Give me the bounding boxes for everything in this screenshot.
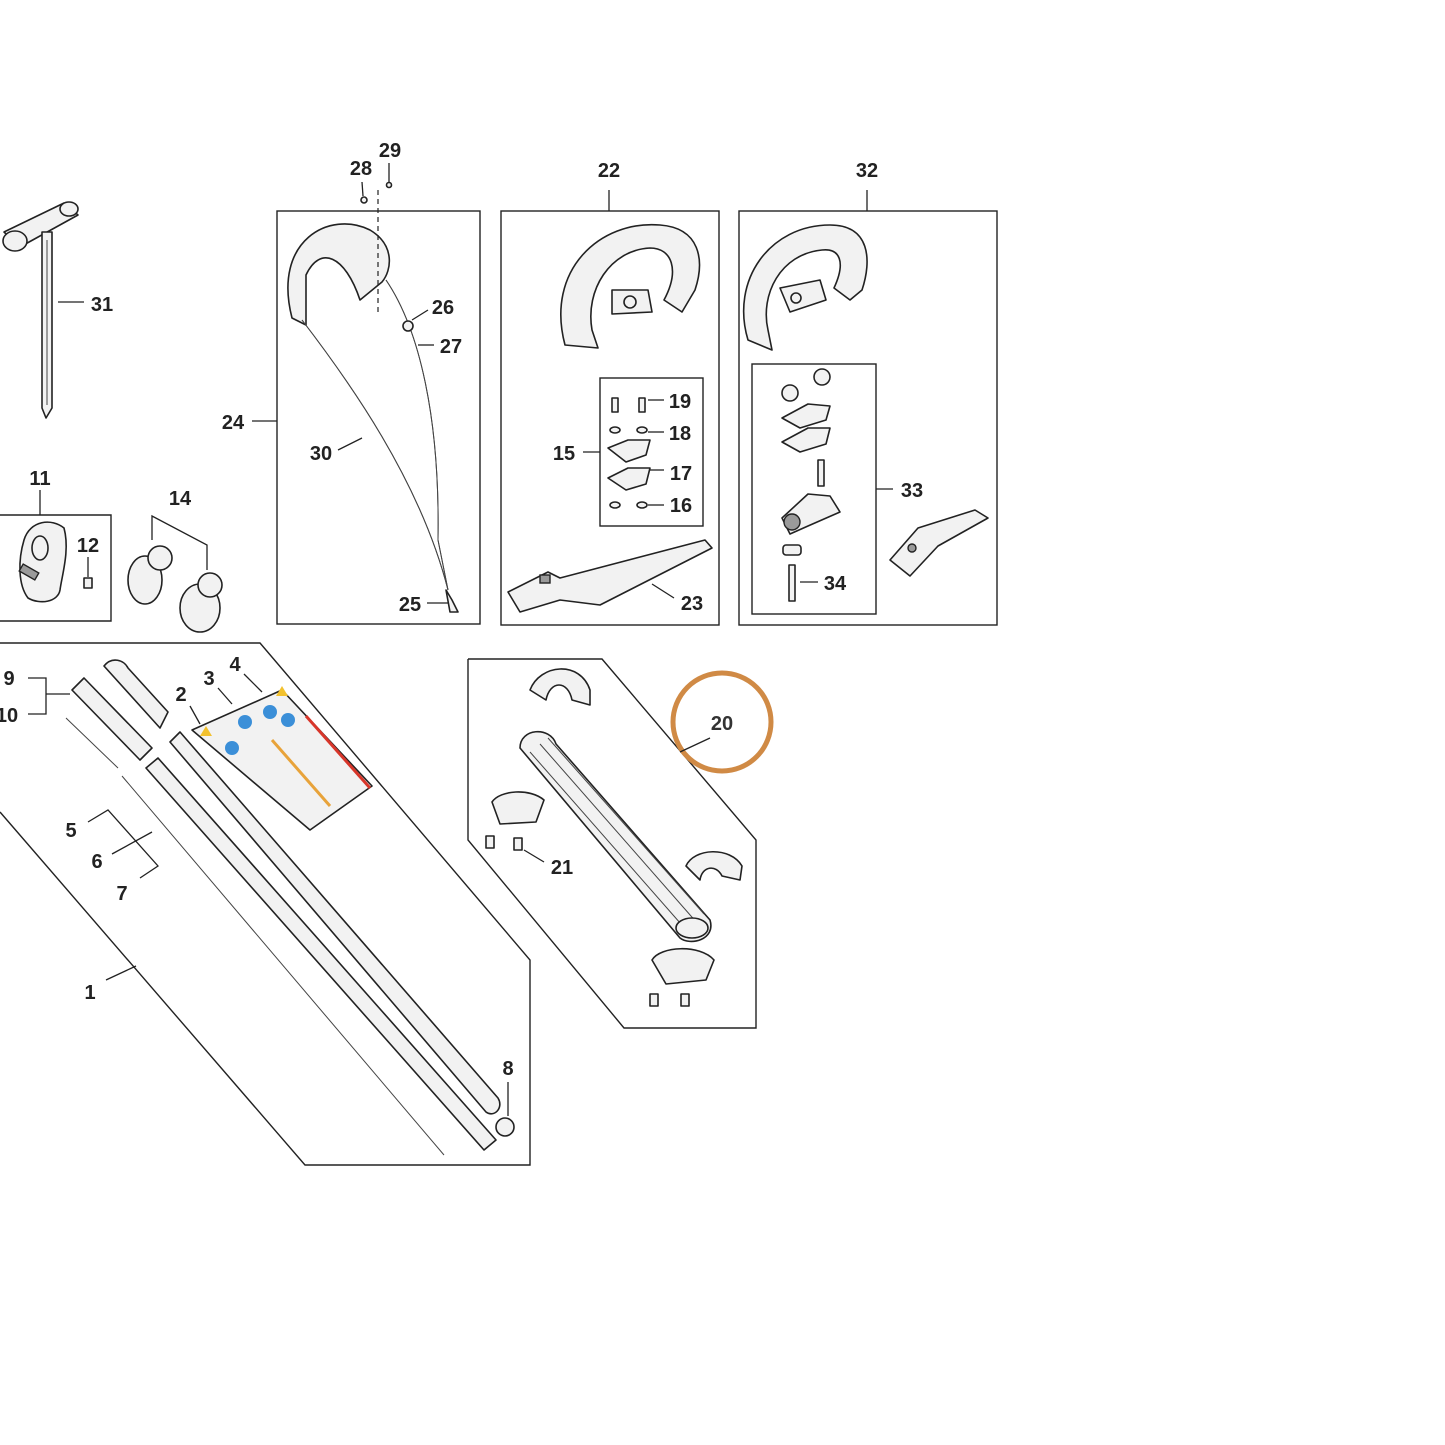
callout-4[interactable]: 4	[229, 654, 241, 676]
callout-23[interactable]: 23	[681, 593, 703, 615]
callout-27[interactable]: 27	[440, 336, 462, 358]
callout-5[interactable]: 5	[65, 820, 76, 842]
loop-handle-panel-frame	[500, 210, 720, 626]
barrier-kit-frame	[751, 363, 877, 615]
lead-26	[411, 309, 429, 321]
lead-30	[337, 437, 363, 451]
lead-2	[189, 705, 201, 725]
callout-12[interactable]: 12	[77, 535, 99, 557]
t-wrench-part	[2, 201, 79, 419]
callout-29[interactable]: 29	[379, 140, 401, 162]
lead-9-10	[28, 677, 47, 715]
harness-part	[287, 181, 459, 613]
callout-15[interactable]: 15	[553, 443, 575, 465]
throttle-housing-part	[18, 521, 93, 603]
loop-handle-kit-part	[742, 224, 868, 351]
grip-panel-frame	[467, 658, 757, 1029]
callout-33[interactable]: 33	[901, 480, 923, 502]
callout-6[interactable]: 6	[91, 851, 102, 873]
lead-1	[105, 965, 137, 981]
highlight-label-20[interactable]: 20	[711, 713, 733, 735]
clamp-kit-part	[607, 397, 651, 509]
callout-18[interactable]: 18	[669, 423, 691, 445]
lead-28	[361, 181, 364, 197]
highlight-ring-20[interactable]	[670, 670, 774, 774]
lead-5-6-7	[87, 809, 159, 879]
callout-7[interactable]: 7	[116, 883, 127, 905]
callout-25[interactable]: 25	[399, 594, 421, 616]
lead-4	[243, 673, 263, 693]
callout-8[interactable]: 8	[502, 1058, 513, 1080]
callout-34[interactable]: 34	[824, 573, 847, 595]
clamps-part	[127, 545, 223, 633]
callout-31[interactable]: 31	[91, 294, 113, 316]
shaft-panel-frame	[0, 642, 531, 1166]
grip-assembly-part	[485, 668, 743, 1007]
lead-6	[111, 831, 153, 855]
throttle-panel-frame	[0, 514, 112, 622]
handle-bar-part	[507, 539, 713, 613]
callout-16[interactable]: 16	[670, 495, 692, 517]
callout-2[interactable]: 2	[175, 684, 186, 706]
loop-handle-part	[560, 223, 701, 349]
callout-17[interactable]: 17	[670, 463, 692, 485]
callout-11[interactable]: 11	[29, 468, 50, 490]
loop-handle-kit-panel-frame	[738, 210, 998, 626]
callout-1[interactable]: 1	[84, 982, 95, 1004]
shaft-assembly-part	[65, 659, 515, 1156]
callout-21[interactable]: 21	[551, 857, 573, 879]
lead-3	[217, 687, 233, 705]
callout-28[interactable]: 28	[350, 158, 372, 180]
callout-22[interactable]: 22	[598, 160, 620, 182]
callout-26[interactable]: 26	[432, 297, 454, 319]
lead-23	[651, 583, 675, 599]
lead-20	[679, 737, 711, 753]
callout-9[interactable]: 9	[3, 668, 14, 690]
lead-14	[151, 514, 208, 570]
callout-14[interactable]: 14	[169, 488, 192, 510]
callout-3[interactable]: 3	[203, 668, 214, 690]
lead-21	[523, 849, 545, 863]
callout-32[interactable]: 32	[856, 160, 878, 182]
callout-30[interactable]: 30	[310, 443, 332, 465]
barrier-kit-part	[781, 368, 989, 602]
callout-19[interactable]: 19	[669, 391, 691, 413]
callout-24[interactable]: 24	[222, 412, 245, 434]
callout-10[interactable]: 10	[0, 705, 18, 727]
